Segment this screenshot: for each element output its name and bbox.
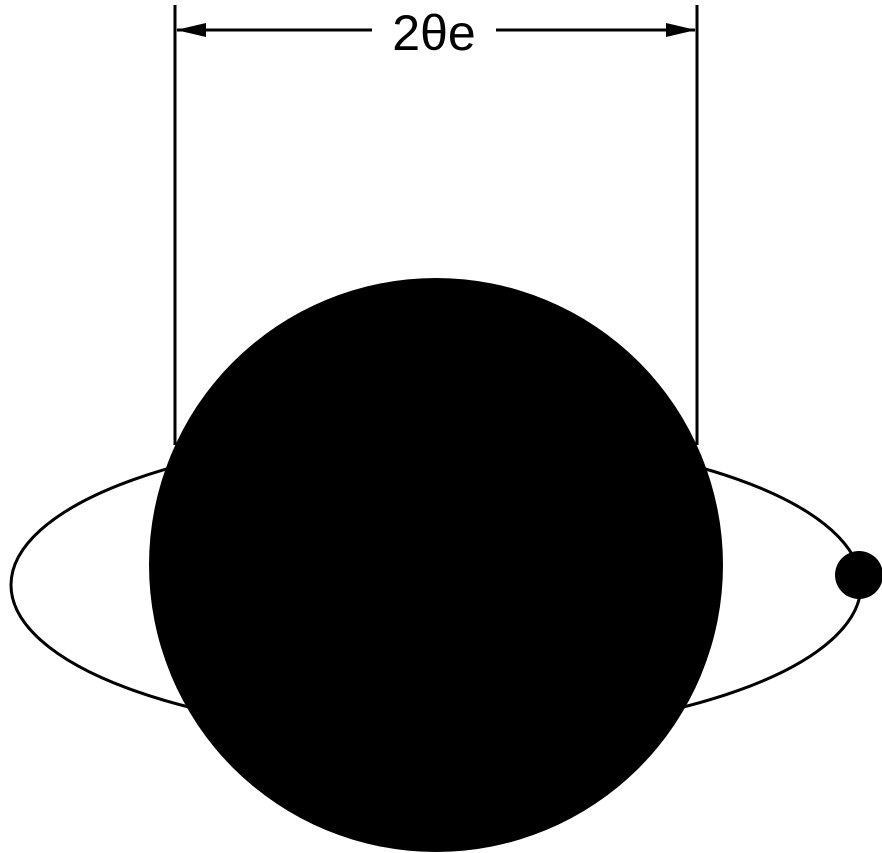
planet <box>149 278 723 852</box>
dimension-label: 2θe <box>392 5 475 61</box>
satellite <box>835 551 882 599</box>
